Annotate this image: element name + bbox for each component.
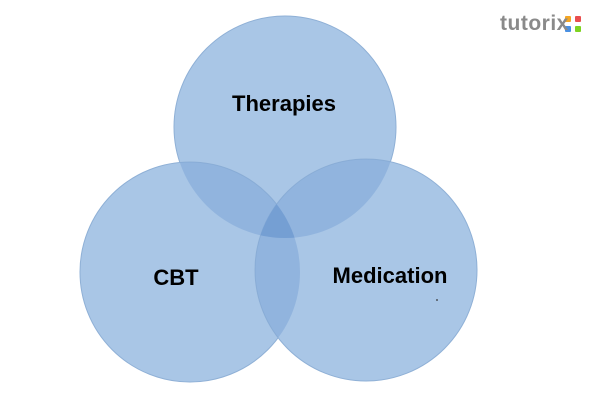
overlap-therapies-medication [255, 159, 396, 238]
brand-name: tutorix [500, 12, 569, 35]
brand-x-icon [565, 16, 581, 32]
brand-logo-text: tutorix [500, 12, 569, 36]
label-cbt: CBT [153, 265, 199, 290]
stray-dot [436, 299, 438, 301]
overlap-therapies-cbt [174, 162, 300, 238]
label-therapies: Therapies [232, 91, 336, 116]
label-medication: Medication [333, 263, 448, 288]
